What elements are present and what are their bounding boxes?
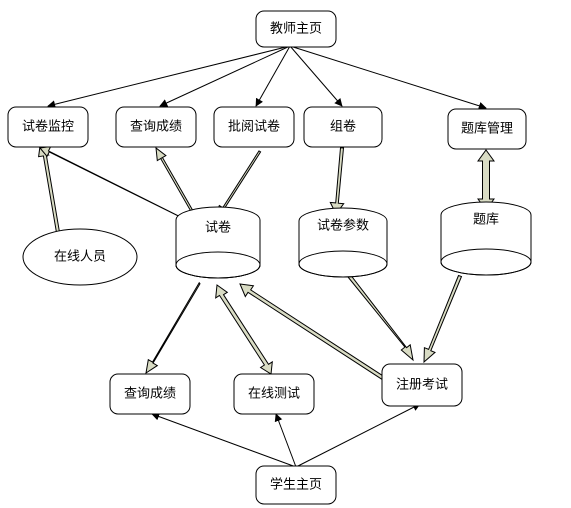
query-scores-bottom-node: 查询成绩 [109, 373, 191, 415]
online-users-node: 在线人员 [22, 228, 138, 286]
student-home-arrows [151, 403, 421, 468]
register-exam-node: 注册考试 [381, 363, 463, 407]
grade-papers-node: 批阅试卷 [213, 106, 295, 148]
thick-arrow-papers-online-test [215, 284, 273, 375]
thick-arrow-register-to-papers [239, 283, 390, 383]
paper-params-store-node: 试卷参数 [298, 207, 388, 278]
thick-arrow-grade-to-papers [215, 150, 262, 217]
query-scores-top-label: 查询成绩 [130, 120, 182, 135]
thick-arrow-papers-to-monitor [39, 145, 188, 221]
bank-cylinder-bottom-rim [440, 248, 532, 276]
question-bank-mgmt-node: 题库管理 [447, 108, 527, 150]
student-home-node: 学生主页 [255, 465, 337, 505]
compose-paper-label: 组卷 [330, 119, 356, 135]
online-test-node: 在线测试 [233, 373, 315, 415]
arrow-teacher-to-monitor [47, 45, 291, 109]
thick-arrow-bank-bidirectional [477, 149, 495, 211]
arrow-teacher-to-query [159, 45, 291, 107]
teacher-home-label: 教师主页 [270, 21, 322, 37]
compose-paper-node: 组卷 [303, 106, 383, 148]
grade-papers-label: 批阅试卷 [228, 119, 280, 135]
exam-monitor-label: 试卷监控 [22, 119, 74, 135]
arrow-teacher-to-bank-mgmt [289, 45, 487, 110]
arrow-teacher-to-compose [289, 45, 343, 107]
question-bank-store-label: 题库 [473, 212, 499, 228]
query-scores-top-node: 查询成绩 [115, 106, 197, 148]
thick-arrow-papers-to-query [155, 146, 198, 219]
papers-store-node: 试卷 [175, 206, 261, 279]
arrow-teacher-to-grade [255, 45, 291, 107]
register-exam-label: 注册考试 [396, 378, 448, 393]
exam-monitor-node: 试卷监控 [7, 106, 89, 148]
question-bank-mgmt-label: 题库管理 [461, 121, 513, 137]
arrow-student-to-register [295, 403, 421, 468]
thick-arrow-compose-to-params [329, 147, 345, 215]
thick-arrow-params-to-register [347, 274, 414, 362]
papers-cylinder-bottom-rim [175, 251, 261, 279]
arrow-student-to-query [151, 412, 297, 468]
arrow-student-to-test [274, 413, 297, 468]
thick-arrow-users-to-monitor [38, 144, 61, 234]
online-test-label: 在线测试 [248, 387, 300, 402]
student-home-label: 学生主页 [270, 477, 322, 493]
question-bank-store-node: 题库 [440, 201, 532, 276]
query-scores-bottom-label: 查询成绩 [124, 387, 176, 402]
teacher-home-node: 教师主页 [255, 10, 337, 48]
paper-params-store-label: 试卷参数 [317, 218, 369, 234]
papers-store-label: 试卷 [205, 220, 231, 236]
online-users-label: 在线人员 [54, 250, 106, 265]
params-cylinder-bottom-rim [298, 250, 388, 278]
teacher-home-arrows [47, 45, 487, 110]
thick-arrow-papers-to-query-bottom [145, 281, 201, 375]
thick-arrow-bank-to-register [423, 274, 463, 364]
online-users-ellipse [22, 228, 138, 286]
papers-cylinder-base [175, 264, 261, 279]
